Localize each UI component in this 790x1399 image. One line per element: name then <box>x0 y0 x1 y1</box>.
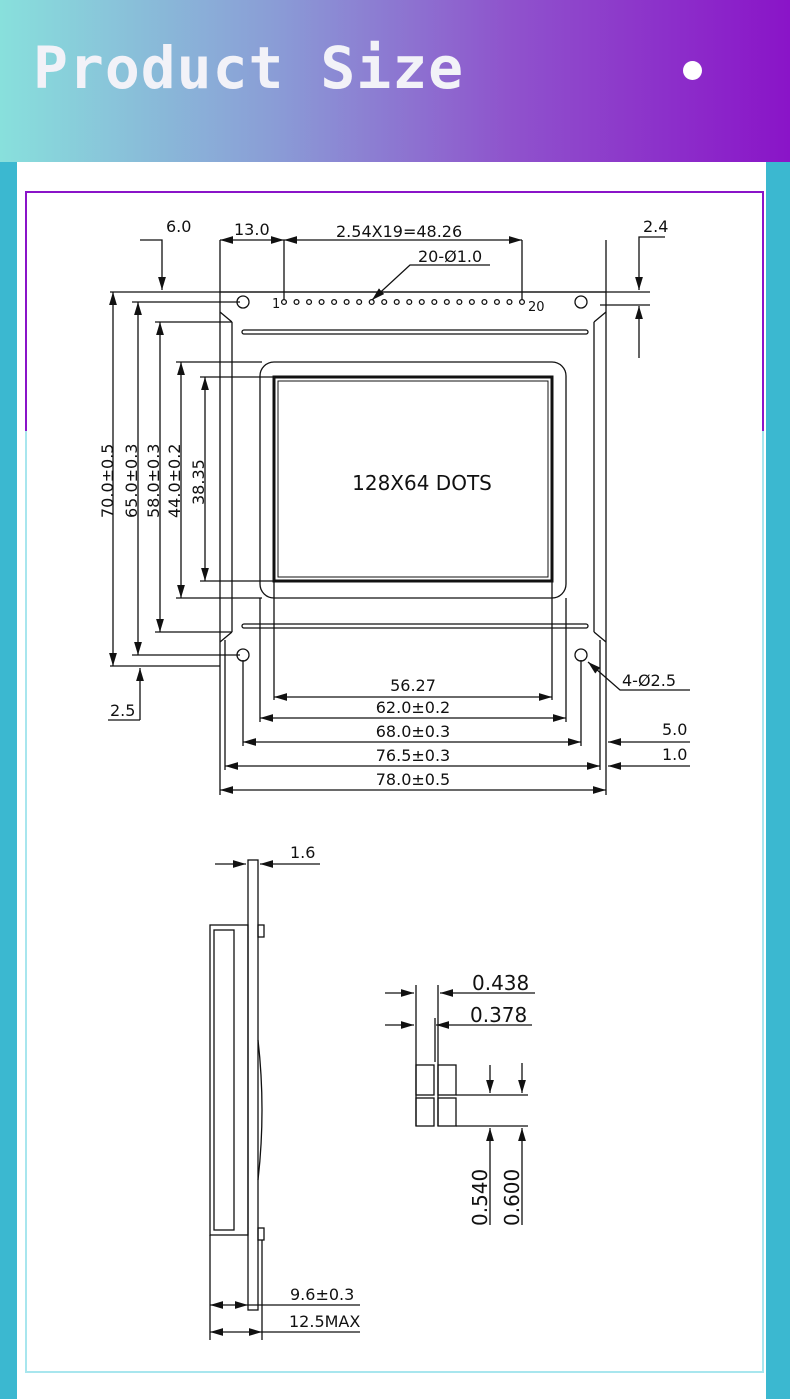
pin-hole <box>293 298 300 306</box>
dim-right-a: 5.0 <box>662 720 687 739</box>
dim-width-bezel: 62.0±0.2 <box>376 698 450 717</box>
dim-pin-offset: 13.0 <box>234 220 270 239</box>
dim-mount-holes: 4-Ø2.5 <box>622 671 676 690</box>
pin-20-label: 20 <box>528 300 545 315</box>
pin-hole <box>468 298 475 306</box>
dim-height-frame: 58.0±0.3 <box>144 444 163 518</box>
dim-pitch-y: 0.600 <box>500 1169 524 1226</box>
page-title: Product Size <box>33 34 465 102</box>
pin-row <box>280 298 526 306</box>
dim-max-depth: 12.5MAX <box>289 1312 360 1331</box>
dim-pitch-x: 0.438 <box>472 971 529 995</box>
pin-hole <box>280 298 288 306</box>
pin-hole <box>356 298 363 306</box>
side-view: 1.6 9.6±0.3 12.5MAX <box>209 843 360 1340</box>
dim-width-total: 78.0±0.5 <box>376 770 450 789</box>
dim-width-holes: 68.0±0.3 <box>376 722 450 741</box>
pin-hole <box>393 298 400 306</box>
dim-bottom-left: 2.5 <box>110 701 135 720</box>
dim-right-b: 1.0 <box>662 745 687 764</box>
pin-1-label: 1 <box>272 297 280 312</box>
pin-hole <box>343 298 350 306</box>
pin-hole <box>418 298 425 306</box>
bezel-outline <box>259 361 567 599</box>
pin-hole <box>443 298 450 306</box>
pin-hole <box>481 298 488 306</box>
dim-dot-x: 0.378 <box>470 1003 527 1027</box>
mount-hole <box>574 295 588 309</box>
pin-hole <box>518 298 526 306</box>
mount-hole <box>574 648 588 662</box>
pin-hole <box>331 298 338 306</box>
display-resolution-label: 128X64 DOTS <box>352 471 492 495</box>
bullet-dot-icon <box>683 61 702 80</box>
dim-height-bezel: 44.0±0.2 <box>165 444 184 518</box>
pin-hole <box>306 298 313 306</box>
dim-pcb-thickness: 1.6 <box>290 843 315 862</box>
pin-hole <box>431 298 438 306</box>
pin-hole <box>381 298 388 306</box>
dim-height-holes: 65.0±0.3 <box>122 444 141 518</box>
dim-pin-holes: 20-Ø1.0 <box>418 247 482 266</box>
dim-height-total: 70.0±0.5 <box>98 444 117 518</box>
pin-hole <box>456 298 463 306</box>
pin-hole <box>318 298 325 306</box>
dim-top-right: 2.4 <box>643 217 668 236</box>
pixel-detail: 0.438 0.378 0.540 0.600 <box>385 971 535 1226</box>
pin-hole <box>506 298 513 306</box>
dim-width-view: 56.27 <box>390 676 436 695</box>
dim-pin-pitch: 2.54X19=48.26 <box>336 222 462 241</box>
front-view: 128X64 DOTS 1 20 6.0 13.0 2.54X19=48.26 … <box>98 217 690 795</box>
drawing-frame-accent <box>25 191 764 431</box>
dim-body-depth: 9.6±0.3 <box>290 1285 354 1304</box>
dim-height-view: 38.35 <box>189 459 208 505</box>
header-banner: Product Size <box>0 0 790 162</box>
pin-hole <box>406 298 413 306</box>
dim-width-frame: 76.5±0.3 <box>376 746 450 765</box>
pin-hole <box>368 298 375 306</box>
dim-dot-y: 0.540 <box>468 1169 492 1226</box>
viewing-area <box>272 375 554 583</box>
pin-hole <box>493 298 500 306</box>
dim-top-left: 6.0 <box>166 217 191 236</box>
